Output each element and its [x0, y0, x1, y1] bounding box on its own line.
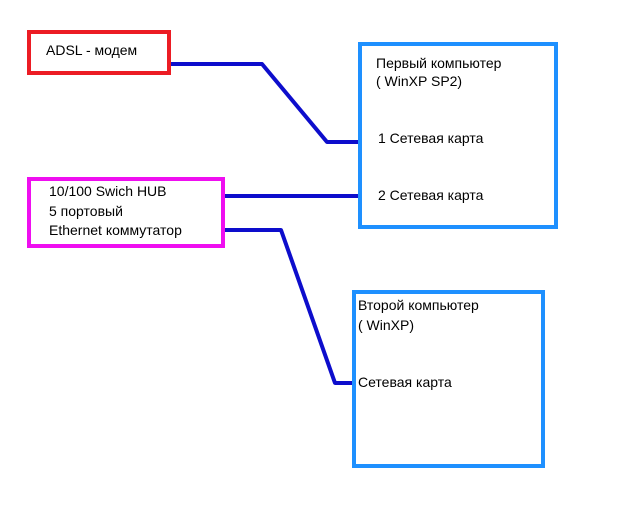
hub-label-line1: 10/100 Swich HUB [49, 183, 167, 199]
first-computer-nic1-label: 1 Сетевая карта [378, 130, 484, 146]
switch-hub-box [27, 177, 225, 248]
second-computer-box [352, 290, 545, 468]
adsl-modem-label: ADSL - модем [46, 42, 138, 58]
first-computer-box [358, 42, 558, 229]
second-computer-nic-label: Сетевая карта [358, 374, 452, 390]
hub-label-line2: 5 портовый [49, 203, 123, 219]
first-computer-nic2-label: 2 Сетевая карта [378, 187, 484, 203]
second-computer-title: Второй компьютер [358, 297, 479, 313]
first-computer-os: ( WinXP SP2) [376, 73, 463, 89]
second-computer-os: ( WinXP) [358, 317, 414, 333]
modem-to-nic1-cable [169, 62, 374, 144]
adsl-modem-box [27, 30, 171, 75]
hub-to-pc2-cable [223, 228, 358, 385]
first-computer-title: Первый компьютер [376, 55, 502, 71]
hub-label-line3: Ethernet коммутатор [49, 222, 182, 238]
